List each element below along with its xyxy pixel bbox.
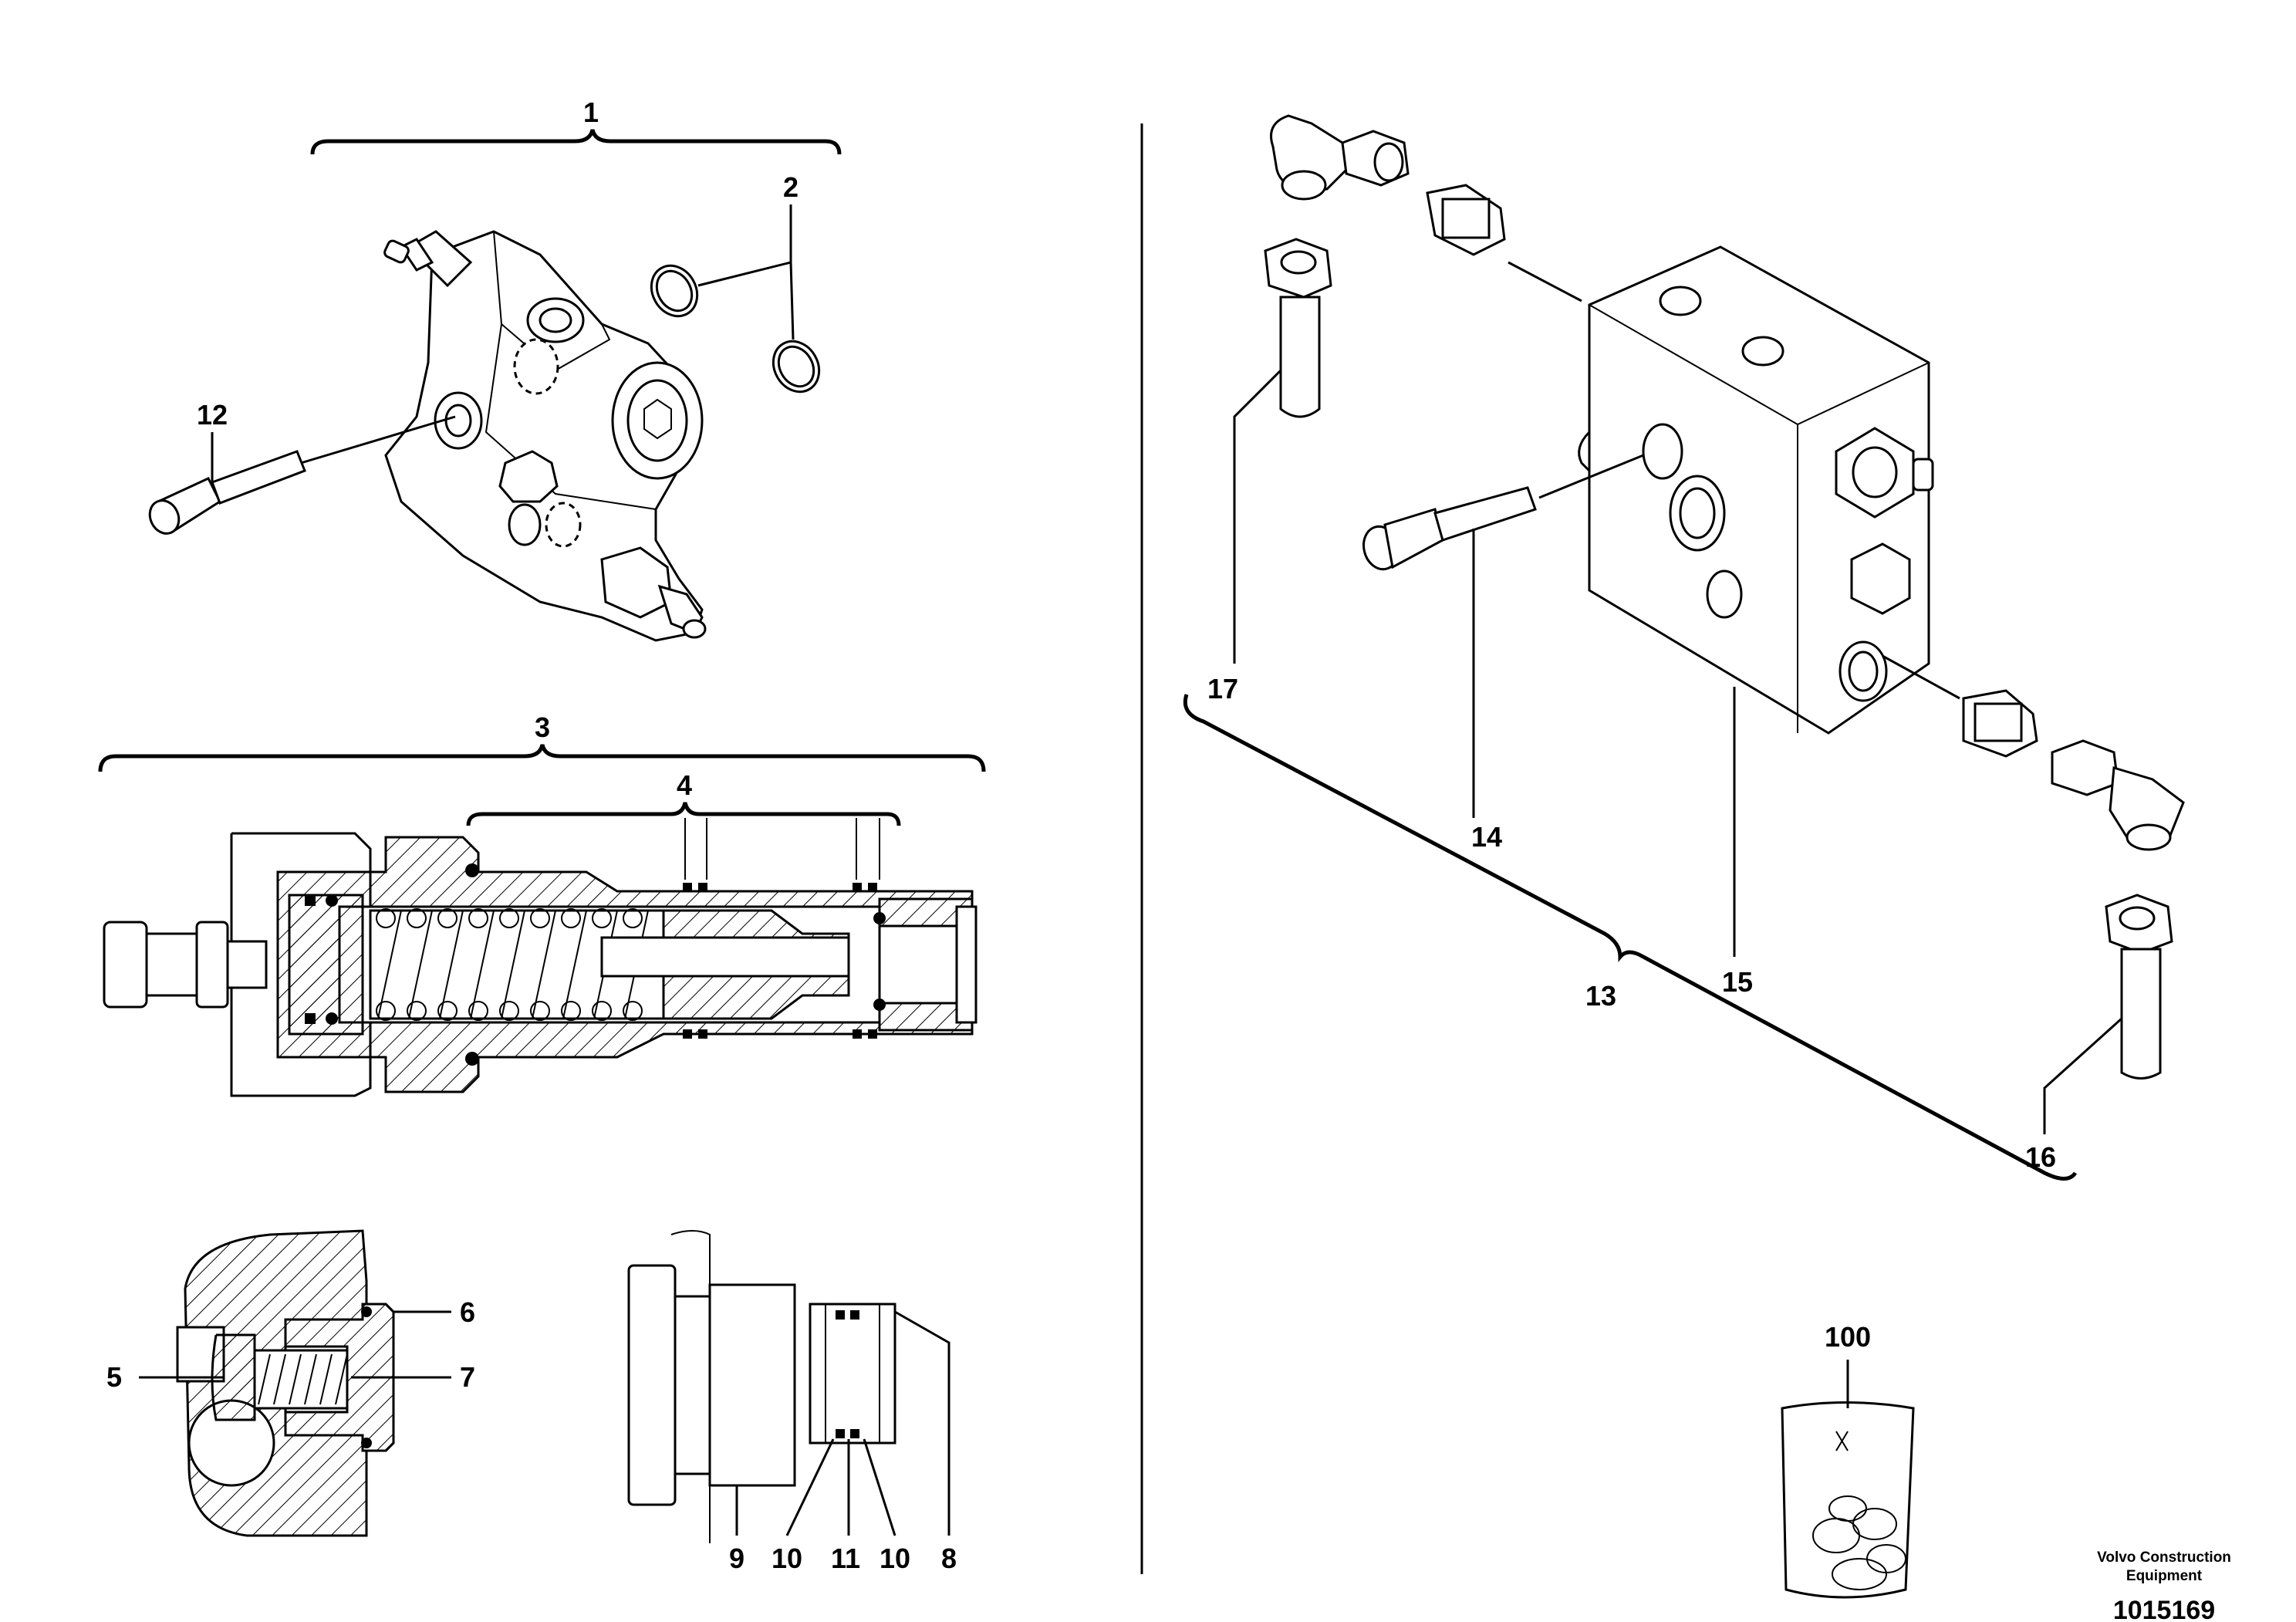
- cartridge-plug-detail: [627, 1230, 950, 1543]
- valve-assembly-drawing: [310, 129, 842, 642]
- callout-17: 17: [1207, 673, 1238, 705]
- o-ring-pair: [650, 204, 821, 394]
- callout-3: 3: [535, 711, 550, 743]
- callout-10a: 10: [772, 1543, 802, 1574]
- callout-8: 8: [941, 1543, 957, 1574]
- callout-13: 13: [1585, 980, 1616, 1012]
- upper-fittings: [1233, 114, 1582, 664]
- callout-16: 16: [2025, 1141, 2056, 1173]
- callout-12: 12: [197, 399, 228, 431]
- brand-line-1: Volvo Construction: [2097, 1549, 2231, 1566]
- callout-15: 15: [1722, 966, 1753, 998]
- callout-100: 100: [1825, 1321, 1871, 1353]
- document-number: 1015169: [2113, 1596, 2215, 1622]
- socket-head-screw-14: [1362, 454, 1644, 818]
- check-valve-detail: [139, 1229, 451, 1537]
- callout-14: 14: [1471, 821, 1502, 853]
- callout-7: 7: [460, 1361, 475, 1393]
- valve-block-assembly: [1578, 245, 1934, 735]
- callout-4: 4: [677, 769, 692, 801]
- cartridge-cross-section: [98, 744, 986, 1097]
- callout-11: 11: [831, 1543, 860, 1574]
- socket-head-screw-12: [148, 415, 456, 535]
- callout-10b: 10: [880, 1543, 910, 1574]
- callout-1: 1: [583, 96, 599, 128]
- callout-5: 5: [106, 1361, 122, 1393]
- callout-9: 9: [729, 1543, 745, 1574]
- seal-kit-bag: [1781, 1360, 1915, 1599]
- lower-fittings: [1882, 654, 2185, 1134]
- brand-line-2: Equipment: [2126, 1568, 2203, 1584]
- callout-2: 2: [783, 171, 799, 203]
- assembly-brace-13: [1183, 694, 2078, 1181]
- callout-6: 6: [460, 1296, 475, 1328]
